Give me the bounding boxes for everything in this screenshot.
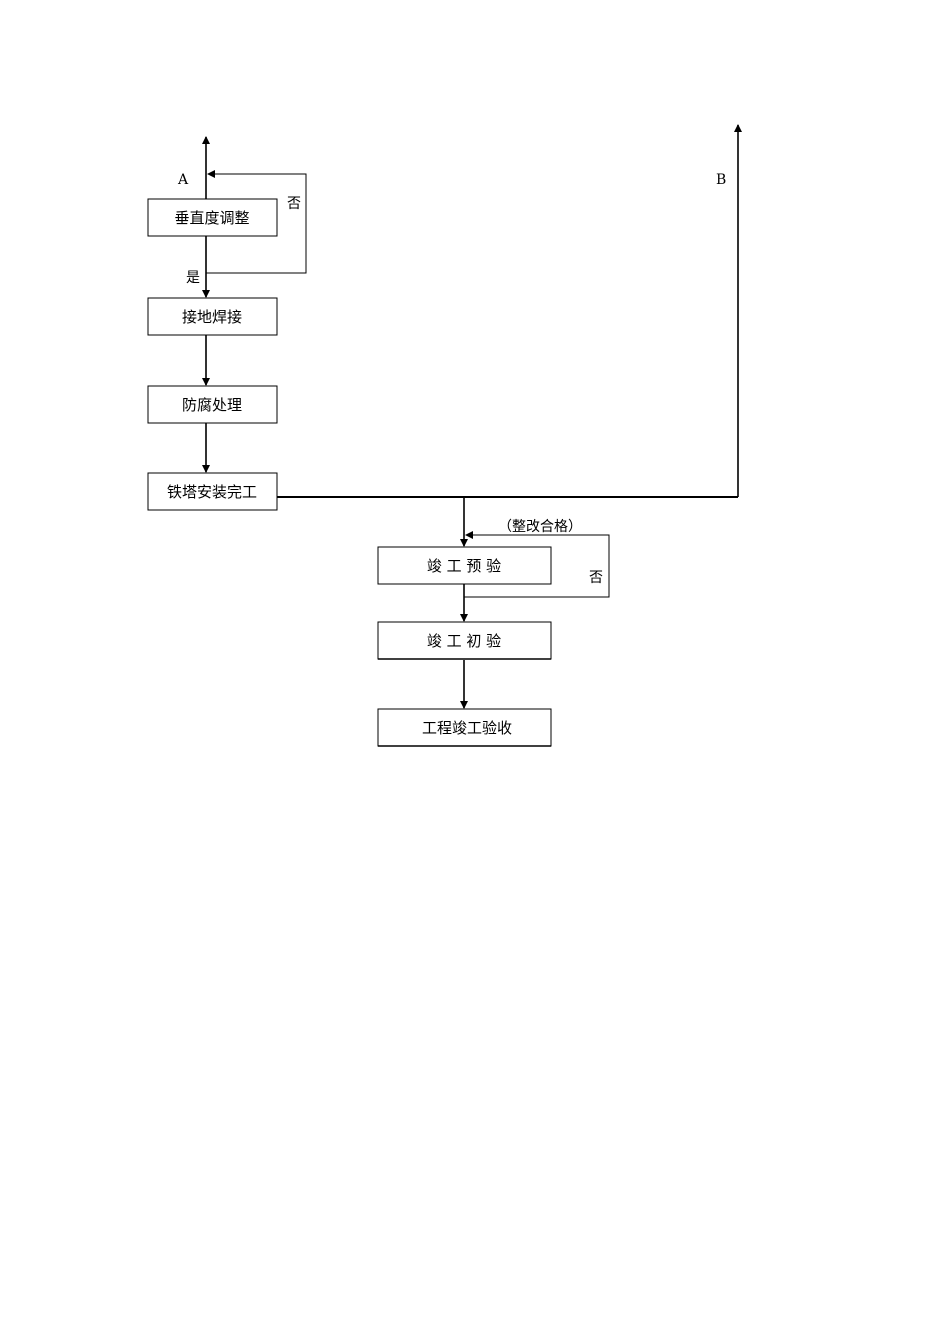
initial-acceptance-label: 竣 工 初 验 xyxy=(427,632,501,650)
connector-b-label: B xyxy=(716,172,726,188)
pre-acceptance-label: 竣 工 预 验 xyxy=(427,557,501,575)
anticorrosion-treatment-box xyxy=(147,385,278,424)
verticality-no-label: 否 xyxy=(287,196,301,212)
initial-acceptance-box xyxy=(377,621,552,660)
grounding-welding-box xyxy=(147,297,278,336)
verticality-no-loop xyxy=(206,170,307,274)
connector-a-label: A xyxy=(177,172,189,188)
tower-installation-complete-label: 铁塔安装完工 xyxy=(167,483,257,501)
pre-acceptance-no-label: 否 xyxy=(589,570,603,586)
grounding-welding-label: 接地焊接 xyxy=(182,308,242,326)
rectification-qualified-label: （整改合格） xyxy=(498,519,582,535)
verticality-adjustment-box xyxy=(147,198,278,237)
final-acceptance-box xyxy=(377,708,552,747)
anticorrosion-treatment-label: 防腐处理 xyxy=(182,396,242,414)
verticality-adjustment-label: 垂直度调整 xyxy=(174,209,249,227)
final-acceptance-label: 工程竣工验收 xyxy=(422,719,512,737)
verticality-yes-label: 是 xyxy=(186,270,200,286)
tower-installation-complete-box xyxy=(147,472,278,511)
pre-acceptance-no-loop xyxy=(464,531,610,598)
